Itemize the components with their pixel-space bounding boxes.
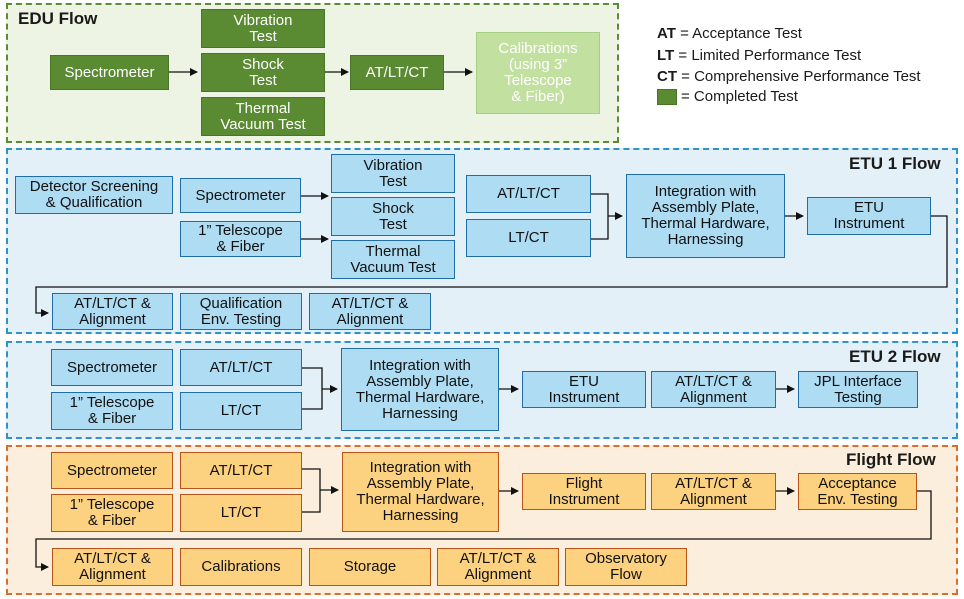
etu1-shock-test: Shock Test xyxy=(331,197,455,236)
flight-spectrometer: Spectrometer xyxy=(51,452,173,489)
legend-at: AT = Acceptance Test xyxy=(657,25,802,42)
flight-at-lt-ct: AT/LT/CT xyxy=(180,452,302,489)
flight-observatory-flow: Observatory Flow xyxy=(565,548,687,586)
etu1-lt-ct: LT/CT xyxy=(466,219,591,257)
legend-completed: = Completed Test xyxy=(681,88,798,105)
etu1-integration: Integration with Assembly Plate, Thermal… xyxy=(626,174,785,258)
etu1-thermal-vacuum-test: Thermal Vacuum Test xyxy=(331,240,455,279)
flight-flow-title: Flight Flow xyxy=(846,450,936,469)
flight-at-lt-ct-alignment: AT/LT/CT & Alignment xyxy=(651,473,776,510)
flight-at-lt-ct-alignment-c: AT/LT/CT & Alignment xyxy=(437,548,559,586)
etu2-spectrometer: Spectrometer xyxy=(51,349,173,386)
edu-at-lt-ct: AT/LT/CT xyxy=(350,55,444,90)
flight-storage: Storage xyxy=(309,548,431,586)
flight-instrument: Flight Instrument xyxy=(522,473,646,510)
etu1-instrument: ETU Instrument xyxy=(807,197,931,235)
flight-calibrations: Calibrations xyxy=(180,548,302,586)
edu-vibration-test: Vibration Test xyxy=(201,9,325,48)
etu2-telescope-fiber: 1” Telescope & Fiber xyxy=(51,392,173,430)
edu-calibrations: Calibrations (using 3” Telescope & Fiber… xyxy=(476,32,600,114)
etu1-spectrometer: Spectrometer xyxy=(180,178,301,213)
etu1-at-lt-ct: AT/LT/CT xyxy=(466,175,591,213)
edu-shock-test: Shock Test xyxy=(201,53,325,92)
etu2-at-lt-ct-alignment: AT/LT/CT & Alignment xyxy=(651,371,776,408)
legend-lt: LT = Limited Performance Test xyxy=(657,47,862,64)
etu2-instrument: ETU Instrument xyxy=(522,371,646,408)
etu1-telescope-fiber: 1” Telescope & Fiber xyxy=(180,221,301,257)
edu-flow-title: EDU Flow xyxy=(18,9,98,28)
flight-merge-bracket xyxy=(302,468,338,513)
flight-acceptance-env-testing: Acceptance Env. Testing xyxy=(798,473,917,510)
flight-at-lt-ct-alignment-b: AT/LT/CT & Alignment xyxy=(52,548,173,586)
etu2-flow-title: ETU 2 Flow xyxy=(849,347,941,366)
etu1-wrap-arrow xyxy=(35,215,948,317)
edu-thermal-vacuum-test: Thermal Vacuum Test xyxy=(201,97,325,136)
legend-ct: CT = Comprehensive Performance Test xyxy=(657,68,921,85)
etu1-merge-bracket xyxy=(591,193,622,240)
etu2-integration: Integration with Assembly Plate, Thermal… xyxy=(341,348,499,431)
flight-telescope-fiber: 1” Telescope & Fiber xyxy=(51,494,173,532)
etu2-merge-bracket xyxy=(302,367,337,410)
etu1-at-lt-ct-alignment-2: AT/LT/CT & Alignment xyxy=(309,293,431,330)
etu2-at-lt-ct: AT/LT/CT xyxy=(180,349,302,386)
etu1-detector-screening: Detector Screening & Qualification xyxy=(15,176,173,214)
edu-spectrometer: Spectrometer xyxy=(50,55,169,90)
flight-integration: Integration with Assembly Plate, Thermal… xyxy=(342,452,499,532)
etu1-vibration-test: Vibration Test xyxy=(331,154,455,193)
etu1-qualification-env-testing: Qualification Env. Testing xyxy=(180,293,302,330)
flight-wrap-arrow xyxy=(35,490,932,571)
flight-lt-ct: LT/CT xyxy=(180,494,302,532)
etu1-flow-title: ETU 1 Flow xyxy=(849,154,941,173)
legend-completed-swatch xyxy=(657,89,677,105)
etu1-at-lt-ct-alignment-1: AT/LT/CT & Alignment xyxy=(52,293,173,330)
etu2-lt-ct: LT/CT xyxy=(180,392,302,430)
etu2-jpl-interface-testing: JPL Interface Testing xyxy=(798,371,918,408)
